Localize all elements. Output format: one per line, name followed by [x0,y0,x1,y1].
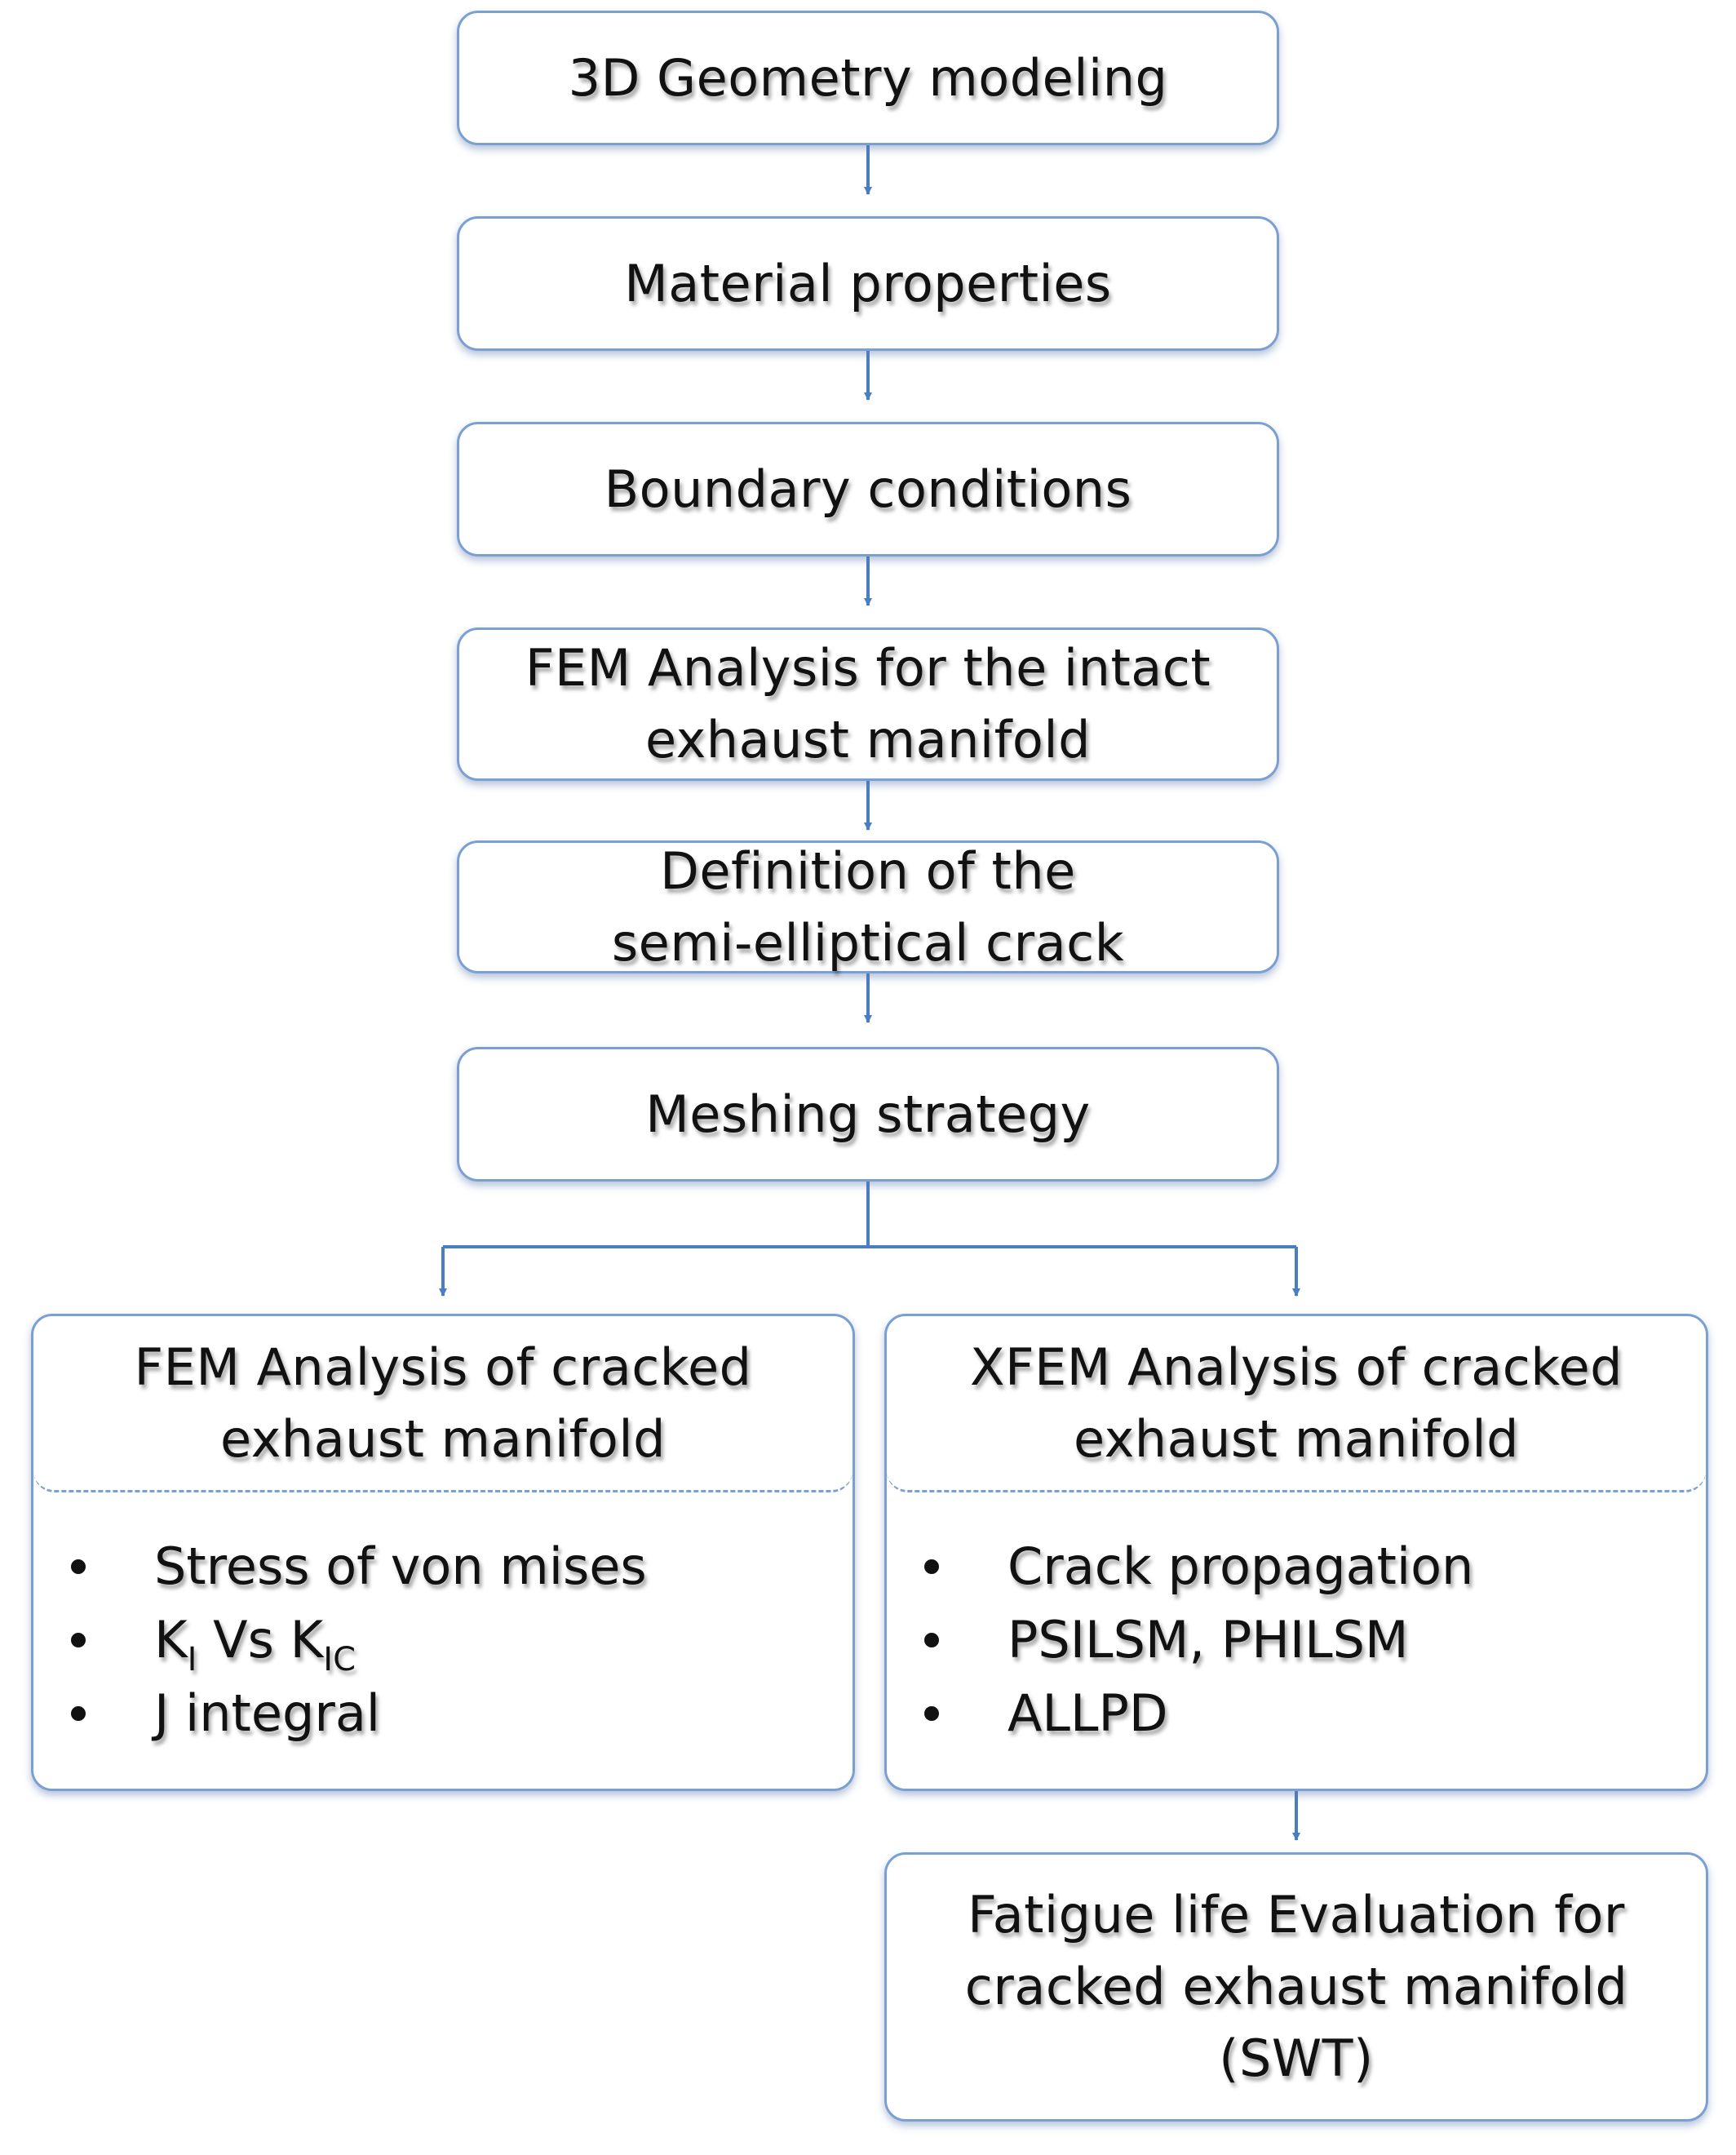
material-properties-label: Material properties [624,253,1112,313]
xfem-cracked-title-line-2: exhaust manifold [1074,1408,1519,1469]
fatigue-line-3: (SWT) [1219,2029,1374,2088]
fatigue-life-box: Fatigue life Evaluation for cracked exha… [884,1852,1708,2122]
fatigue-line-2: cracked exhaust manifold [964,1957,1628,2016]
fatigue-line-1: Fatigue life Evaluation for [968,1885,1625,1944]
boundary-conditions-box: Boundary conditions [457,422,1279,556]
list-item-von-mises: Stress of von mises [33,1530,852,1603]
xfem-cracked-panel-header: XFEM Analysis of cracked exhaust manifol… [887,1316,1706,1492]
fem-cracked-title: FEM Analysis of cracked exhaust manifold [134,1332,751,1475]
fem-cracked-title-line-1: FEM Analysis of cracked [134,1337,752,1397]
fem-intact-line-2: exhaust manifold [645,710,1091,769]
xfem-cracked-title-line-1: XFEM Analysis of cracked [970,1337,1623,1397]
geometry-modeling-label: 3D Geometry modeling [568,47,1168,108]
list-item-allpd: ALLPD [887,1677,1706,1750]
xfem-cracked-panel: XFEM Analysis of cracked exhaust manifol… [884,1314,1708,1791]
material-properties-box: Material properties [457,216,1279,351]
crack-definition-line-2: semi-elliptical crack [611,912,1125,973]
fem-intact-analysis-box: FEM Analysis for the intact exhaust mani… [457,627,1279,781]
list-item-crack-propagation: Crack propagation [887,1530,1706,1603]
meshing-strategy-box: Meshing strategy [457,1047,1279,1182]
meshing-strategy-label: Meshing strategy [645,1084,1091,1144]
fem-cracked-panel-header: FEM Analysis of cracked exhaust manifold [33,1316,852,1492]
fatigue-life-label: Fatigue life Evaluation for cracked exha… [965,1879,1628,2095]
fem-cracked-results-list: Stress of von mises KI Vs KIC J integral [33,1530,852,1750]
xfem-cracked-title: XFEM Analysis of cracked exhaust manifol… [970,1332,1623,1475]
fem-intact-line-1: FEM Analysis for the intact [525,638,1211,698]
crack-definition-label: Definition of the semi-elliptical crack [612,836,1124,979]
crack-definition-box: Definition of the semi-elliptical crack [457,840,1279,973]
crack-definition-line-1: Definition of the [660,840,1076,901]
fem-intact-analysis-label: FEM Analysis for the intact exhaust mani… [525,632,1211,776]
geometry-modeling-box: 3D Geometry modeling [457,11,1279,145]
list-item-level-sets: PSILSM, PHILSM [887,1603,1706,1677]
xfem-cracked-results-list: Crack propagation PSILSM, PHILSM ALLPD [887,1530,1706,1750]
fem-cracked-panel: FEM Analysis of cracked exhaust manifold… [31,1314,855,1791]
boundary-conditions-label: Boundary conditions [604,459,1132,519]
fem-cracked-title-line-2: exhaust manifold [220,1408,666,1469]
list-item-stress-intensity: KI Vs KIC [33,1603,852,1677]
list-item-j-integral: J integral [33,1677,852,1750]
